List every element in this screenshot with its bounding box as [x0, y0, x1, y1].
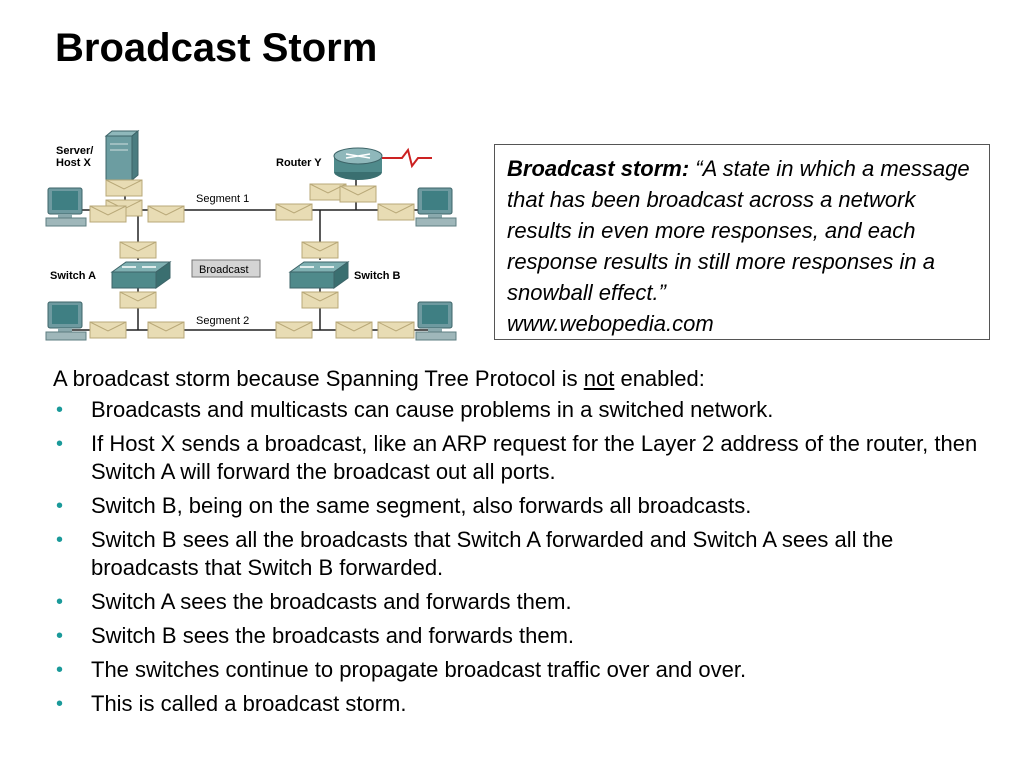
bullet-item: • Switch A sees the broadcasts and forwar… — [53, 588, 998, 616]
bullet-dot-icon: • — [56, 693, 64, 715]
definition-term: Broadcast storm: — [507, 156, 690, 181]
definition-source: www.webopedia.com — [507, 311, 714, 336]
switch-b-icon — [289, 261, 349, 289]
server-label-line2: Host X — [56, 157, 92, 169]
bullet-text: Switch B sees all the broadcasts that Sw… — [91, 527, 894, 580]
switch-b-label: Switch B — [354, 270, 401, 282]
bullet-text: Switch A sees the broadcasts and forward… — [91, 589, 572, 614]
bullet-text: Switch B sees the broadcasts and forward… — [91, 623, 575, 648]
pc-icon-bottom-right — [415, 301, 457, 341]
server-label-line1: Server/ — [56, 145, 93, 157]
bullet-dot-icon: • — [56, 433, 64, 455]
broadcast-label-box — [191, 259, 261, 278]
bullet-text: Switch B, being on the same segment, als… — [91, 493, 752, 518]
pc-icon-top-right — [415, 187, 457, 227]
bullet-text: If Host X sends a broadcast, like an ARP… — [91, 431, 978, 484]
bullet-dot-icon: • — [56, 495, 64, 517]
bullet-item: • If Host X sends a broadcast, like an AR… — [53, 430, 998, 486]
bullet-dot-icon: • — [56, 399, 64, 421]
switch-a-icon — [111, 261, 171, 289]
bullet-dot-icon: • — [56, 529, 64, 551]
server-icon — [104, 129, 140, 182]
router-label: Router Y — [276, 157, 322, 169]
bullet-dot-icon: • — [56, 625, 64, 647]
router-wan-link — [382, 147, 432, 169]
intro-emphasis: not — [583, 366, 615, 391]
bullet-item: • Broadcasts and multicasts can cause pro… — [53, 396, 998, 424]
bullet-text: This is called a broadcast storm. — [91, 691, 407, 716]
bullet-text: The switches continue to propagate broad… — [91, 657, 747, 682]
bullet-text: Broadcasts and multicasts can cause prob… — [91, 397, 774, 422]
segment2-label: Segment 2 — [196, 315, 249, 327]
definition-box: Broadcast storm: “A state in which a mes… — [494, 144, 990, 340]
bullet-item: • Switch B sees all the broadcasts that S… — [53, 526, 998, 582]
pc-icon-bottom-left — [45, 301, 87, 341]
pc-icon-top-left — [45, 187, 87, 227]
bullet-item: • The switches continue to propagate broa… — [53, 656, 998, 684]
bullet-dot-icon: • — [56, 591, 64, 613]
bullet-item: • Switch B, being on the same segment, al… — [53, 492, 998, 520]
bullet-dot-icon: • — [56, 659, 64, 681]
segment1-label: Segment 1 — [196, 193, 249, 205]
router-icon — [333, 147, 383, 180]
switch-a-label: Switch A — [50, 270, 96, 282]
network-diagram: Server/ Host X Router Y Segment 1 Segmen… — [40, 128, 460, 350]
definition-text: “A state in which a message that has bee… — [507, 156, 970, 305]
intro-after: enabled: — [614, 366, 705, 391]
bullet-list: • Broadcasts and multicasts can cause pro… — [53, 396, 998, 724]
broadcast-label: Broadcast — [199, 264, 249, 276]
intro-before: A broadcast storm because Spanning Tree … — [53, 366, 584, 391]
slide-title: Broadcast Storm — [55, 26, 378, 70]
bullet-item: • This is called a broadcast storm. — [53, 690, 998, 718]
bullet-item: • Switch B sees the broadcasts and forwar… — [53, 622, 998, 650]
intro-line: A broadcast storm because Spanning Tree … — [53, 365, 705, 393]
